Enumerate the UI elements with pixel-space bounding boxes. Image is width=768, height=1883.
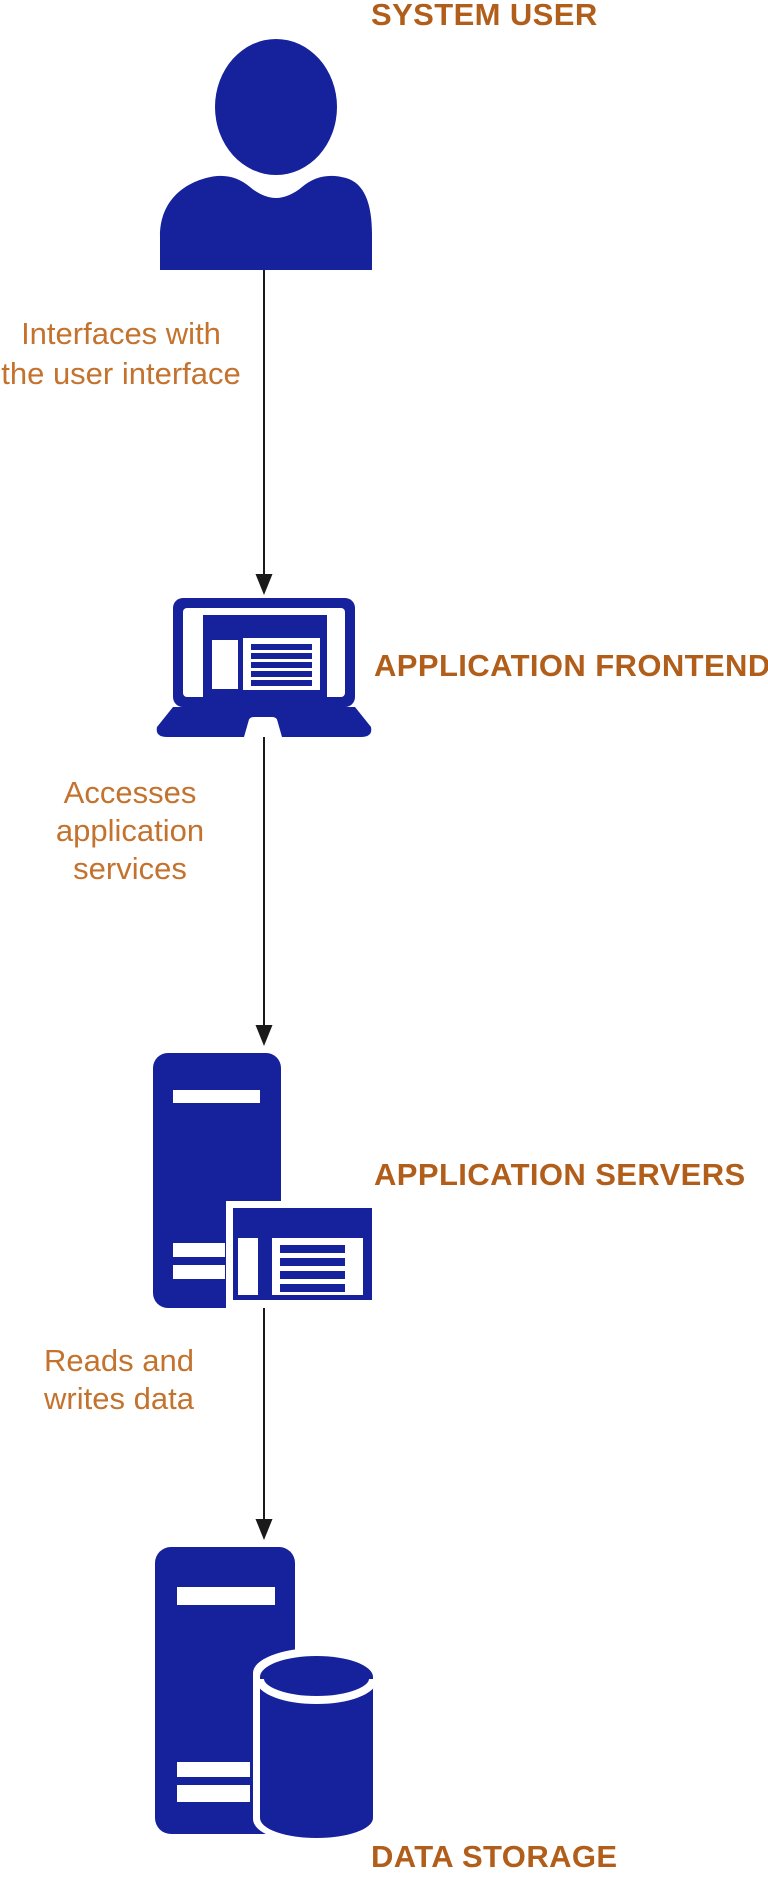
- laptop-icon: [156, 598, 372, 737]
- server-tower-window-icon: [153, 1053, 379, 1308]
- stage-title-application-frontend: APPLICATION FRONTEND: [374, 648, 768, 683]
- arrow-user-to-frontend: [255, 270, 273, 595]
- connector-label-reads-writes: Reads and writes data: [44, 1343, 194, 1416]
- stage-title-application-servers: APPLICATION SERVERS: [374, 1157, 746, 1192]
- arrow-frontend-to-servers: [255, 737, 273, 1046]
- connector-label-interfaces: Interfaces with the user interface: [1, 316, 241, 391]
- stage-title-data-storage: DATA STORAGE: [371, 1839, 618, 1874]
- arrow-servers-to-storage: [255, 1308, 273, 1540]
- server-tower-database-icon: [155, 1547, 380, 1841]
- connector-label-accesses: Accesses application services: [55, 775, 205, 886]
- person-icon: [160, 39, 372, 270]
- stage-title-system-user: SYSTEM USER: [371, 0, 598, 32]
